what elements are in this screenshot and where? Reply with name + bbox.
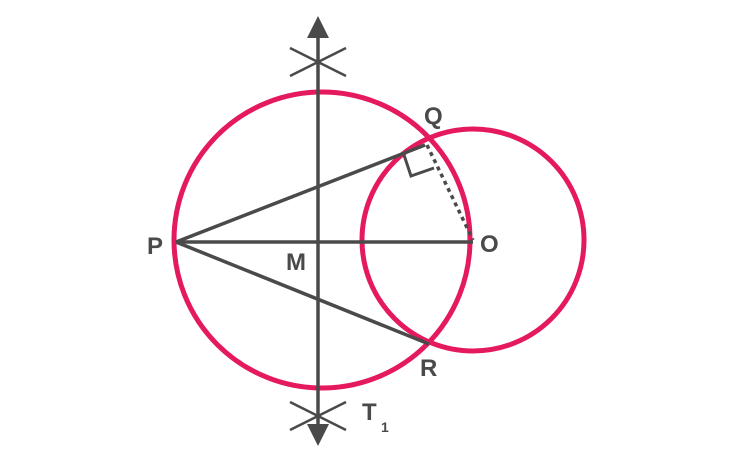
arc-mark-top-right (289, 46, 347, 78)
label-p: P (147, 233, 163, 260)
label-m: M (286, 249, 306, 276)
tangent-pr (175, 240, 430, 346)
tangent-pq (175, 143, 426, 244)
label-t-subscript: 1 (381, 419, 389, 435)
label-o: O (480, 231, 499, 258)
label-r: R (420, 355, 437, 382)
arc-mark-bottom-right (289, 400, 347, 432)
right-angle-mark (402, 154, 435, 178)
arrow-down-icon (307, 424, 329, 446)
arrow-up-icon (307, 16, 329, 38)
label-t: T (362, 399, 377, 426)
radius-oq-dotted (425, 144, 475, 241)
circle-pq-diameter (171, 89, 473, 391)
label-q: Q (424, 103, 443, 130)
circle-center-o (359, 126, 587, 354)
